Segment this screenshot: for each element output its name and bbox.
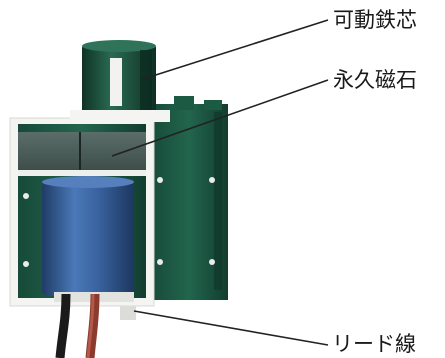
leader-line-plunger [139, 19, 329, 81]
leader-line-lead [133, 310, 329, 346]
label-permanent-magnet: 永久磁石 [333, 68, 417, 92]
label-plunger: 可動鉄芯 [333, 8, 417, 32]
housing-right [150, 96, 228, 300]
leader-lines [111, 19, 329, 346]
permanent-magnet [18, 132, 146, 176]
coil [23, 176, 134, 296]
lead-wires [54, 292, 136, 358]
leader-line-magnet [111, 79, 329, 157]
label-lead-wire: リード線 [332, 332, 416, 356]
plunger [70, 40, 170, 122]
